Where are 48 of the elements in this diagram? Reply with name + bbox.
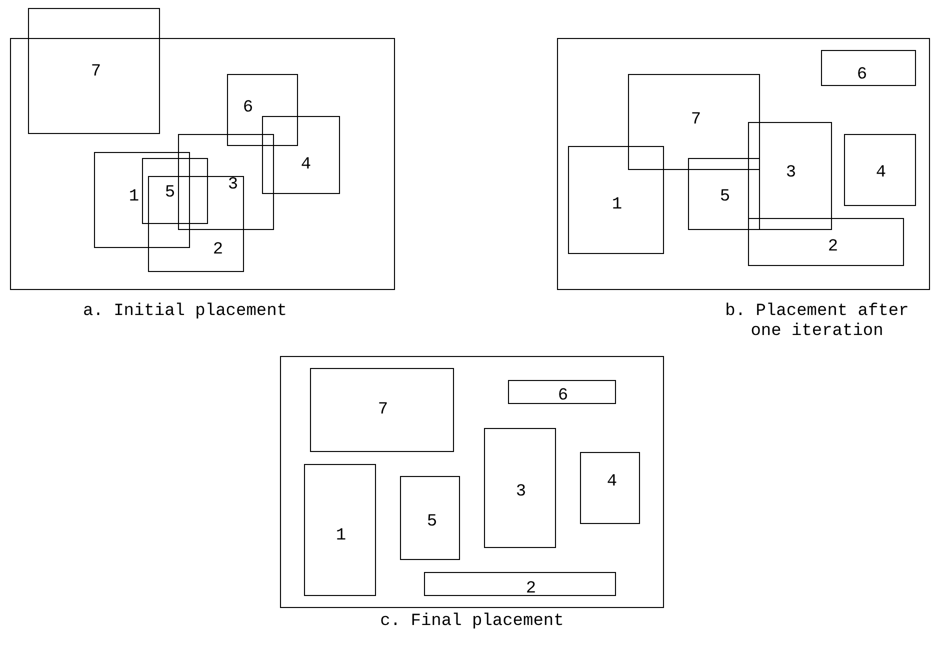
figure-caption: b. Placement after one iteration — [724, 302, 910, 342]
placement-rectangle — [628, 74, 760, 170]
placement-rectangle — [748, 218, 904, 266]
placement-rectangle — [748, 122, 832, 230]
placement-rectangle — [304, 464, 376, 596]
placement-region — [557, 38, 930, 290]
box-number: 7 — [378, 402, 388, 418]
placement-rectangle — [142, 158, 208, 224]
placement-rectangle — [821, 50, 916, 86]
box-number: 5 — [426, 514, 438, 530]
box-number: 1 — [336, 528, 346, 544]
box-number: 4 — [300, 156, 312, 174]
box-number: 2 — [526, 580, 536, 598]
box-number: 1 — [612, 196, 622, 214]
placement-rectangle — [484, 428, 556, 548]
box-number: 7 — [690, 112, 702, 128]
placement-rectangle — [568, 146, 664, 254]
box-number: 3 — [516, 484, 526, 500]
placement-region — [280, 356, 664, 608]
box-number: 5 — [164, 184, 176, 202]
box-number: 1 — [128, 188, 140, 206]
figure-caption: c. Final placement — [379, 612, 565, 632]
box-number: 4 — [876, 164, 886, 182]
box-number: 3 — [228, 176, 238, 194]
box-number: 7 — [90, 64, 102, 80]
placement-rectangle — [310, 368, 454, 452]
placement-rectangle — [844, 134, 916, 206]
placement-rectangle — [688, 158, 760, 230]
placement-rectangle — [178, 134, 274, 230]
placement-rectangle — [262, 116, 340, 194]
box-number: 4 — [606, 474, 618, 490]
placement-rectangle — [508, 380, 616, 404]
box-number: 2 — [212, 242, 224, 258]
box-number: 6 — [558, 388, 568, 404]
box-number: 5 — [720, 188, 730, 206]
placement-rectangle — [580, 452, 640, 524]
box-number: 2 — [828, 238, 838, 256]
placement-rectangle — [424, 572, 616, 596]
placement-rectangle — [148, 176, 244, 272]
placement-rectangle — [227, 74, 298, 146]
placement-rectangle — [94, 152, 190, 248]
box-number: 6 — [856, 66, 868, 84]
figure-caption: a. Initial placement — [82, 302, 288, 322]
placement-rectangle — [28, 8, 160, 134]
placement-region — [10, 38, 395, 290]
placement-rectangle — [400, 476, 460, 560]
box-number: 3 — [786, 164, 796, 182]
box-number: 6 — [242, 100, 254, 116]
